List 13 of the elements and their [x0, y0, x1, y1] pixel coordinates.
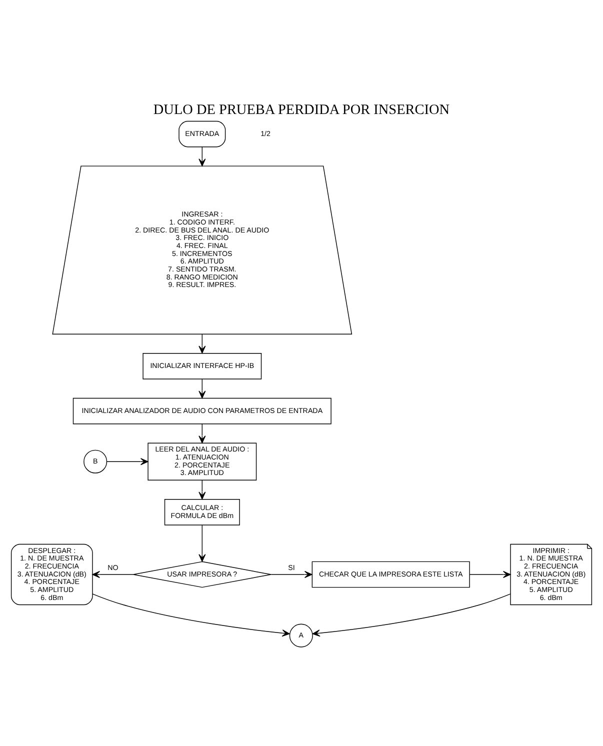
diagram-title: DULO DE PRUEBA PERDIDA POR INSERCION	[153, 102, 450, 118]
arrow	[198, 146, 206, 166]
arrow	[469, 570, 511, 578]
arrow	[198, 480, 206, 499]
arrow	[92, 593, 290, 636]
arrow	[198, 333, 206, 353]
arrow	[198, 423, 206, 443]
arrow	[106, 458, 148, 465]
arrow	[198, 378, 206, 398]
arrow	[312, 593, 511, 636]
arrow	[92, 570, 134, 578]
arrow	[198, 524, 206, 562]
arrow	[270, 570, 312, 578]
